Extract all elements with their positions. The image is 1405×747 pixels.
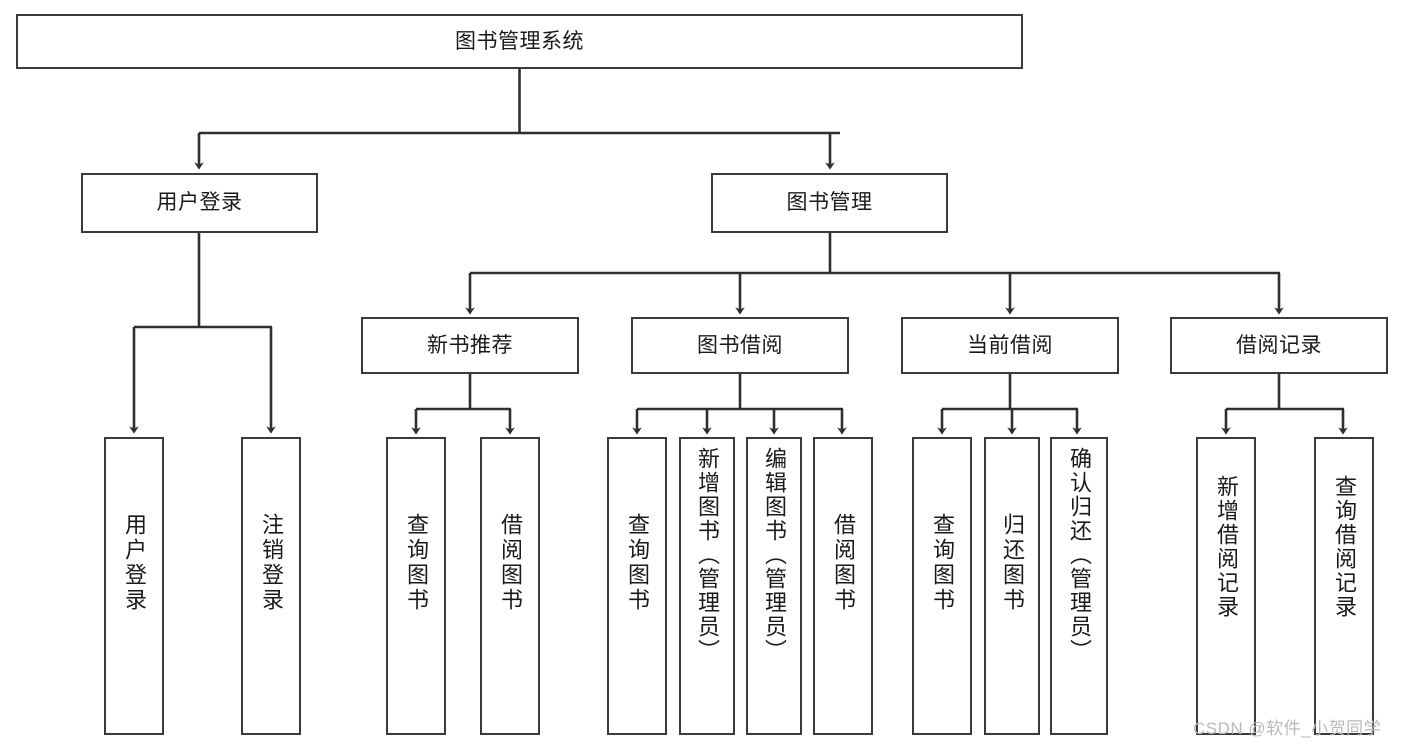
- node-label: 查询图书: [625, 513, 650, 613]
- node-label: 查询借阅记录: [1332, 475, 1357, 619]
- node-label: 图书借阅: [697, 333, 783, 357]
- leaf-current-confirm-return-admin[interactable]: 确认归还（管理员）: [1050, 437, 1108, 735]
- node-label: 借阅图书: [498, 513, 523, 613]
- leaf-record-add-record[interactable]: 新增借阅记录: [1196, 437, 1256, 735]
- node-label: 新书推荐: [427, 333, 513, 357]
- node-label: 归还图书: [1000, 513, 1025, 613]
- node-label: 当前借阅: [967, 333, 1053, 357]
- leaf-recommend-query-book[interactable]: 查询图书: [386, 437, 446, 735]
- csdn-watermark: CSDN @软件_小贺同学: [1193, 719, 1382, 738]
- leaf-current-query-book[interactable]: 查询图书: [912, 437, 972, 735]
- leaf-current-return-book[interactable]: 归还图书: [984, 437, 1040, 735]
- leaf-user-login-login[interactable]: 用户登录: [104, 437, 164, 735]
- node-borrow-record[interactable]: 借阅记录: [1170, 317, 1388, 374]
- node-label: 新增借阅记录: [1214, 475, 1239, 619]
- node-label: 查询图书: [930, 513, 955, 613]
- node-label: 图书管理系统: [455, 29, 584, 53]
- leaf-user-login-logout[interactable]: 注销登录: [241, 437, 301, 735]
- node-label: 借阅记录: [1236, 333, 1322, 357]
- node-label: 用户登录: [122, 513, 147, 613]
- leaf-recommend-borrow-book[interactable]: 借阅图书: [480, 437, 540, 735]
- node-label: 确认归还（管理员）: [1067, 447, 1092, 663]
- node-label: 新增图书（管理员）: [695, 447, 720, 663]
- node-label: 借阅图书: [831, 513, 856, 613]
- leaf-borrow-borrow-book[interactable]: 借阅图书: [813, 437, 873, 735]
- node-root-system[interactable]: 图书管理系统: [16, 14, 1023, 69]
- node-label: 编辑图书（管理员）: [762, 447, 787, 663]
- node-current-borrow[interactable]: 当前借阅: [901, 317, 1119, 374]
- leaf-borrow-add-book-admin[interactable]: 新增图书（管理员）: [679, 437, 735, 735]
- node-book-management[interactable]: 图书管理: [711, 173, 948, 233]
- node-user-login[interactable]: 用户登录: [81, 173, 318, 233]
- node-book-borrow[interactable]: 图书借阅: [631, 317, 849, 374]
- leaf-borrow-edit-book-admin[interactable]: 编辑图书（管理员）: [746, 437, 802, 735]
- node-label: 图书管理: [786, 191, 873, 215]
- node-label: 用户登录: [156, 191, 243, 215]
- leaf-record-query-record[interactable]: 查询借阅记录: [1314, 437, 1374, 735]
- node-new-book-recommend[interactable]: 新书推荐: [361, 317, 579, 374]
- node-label: 注销登录: [259, 513, 284, 613]
- leaf-borrow-query-book[interactable]: 查询图书: [607, 437, 667, 735]
- node-label: 查询图书: [404, 513, 429, 613]
